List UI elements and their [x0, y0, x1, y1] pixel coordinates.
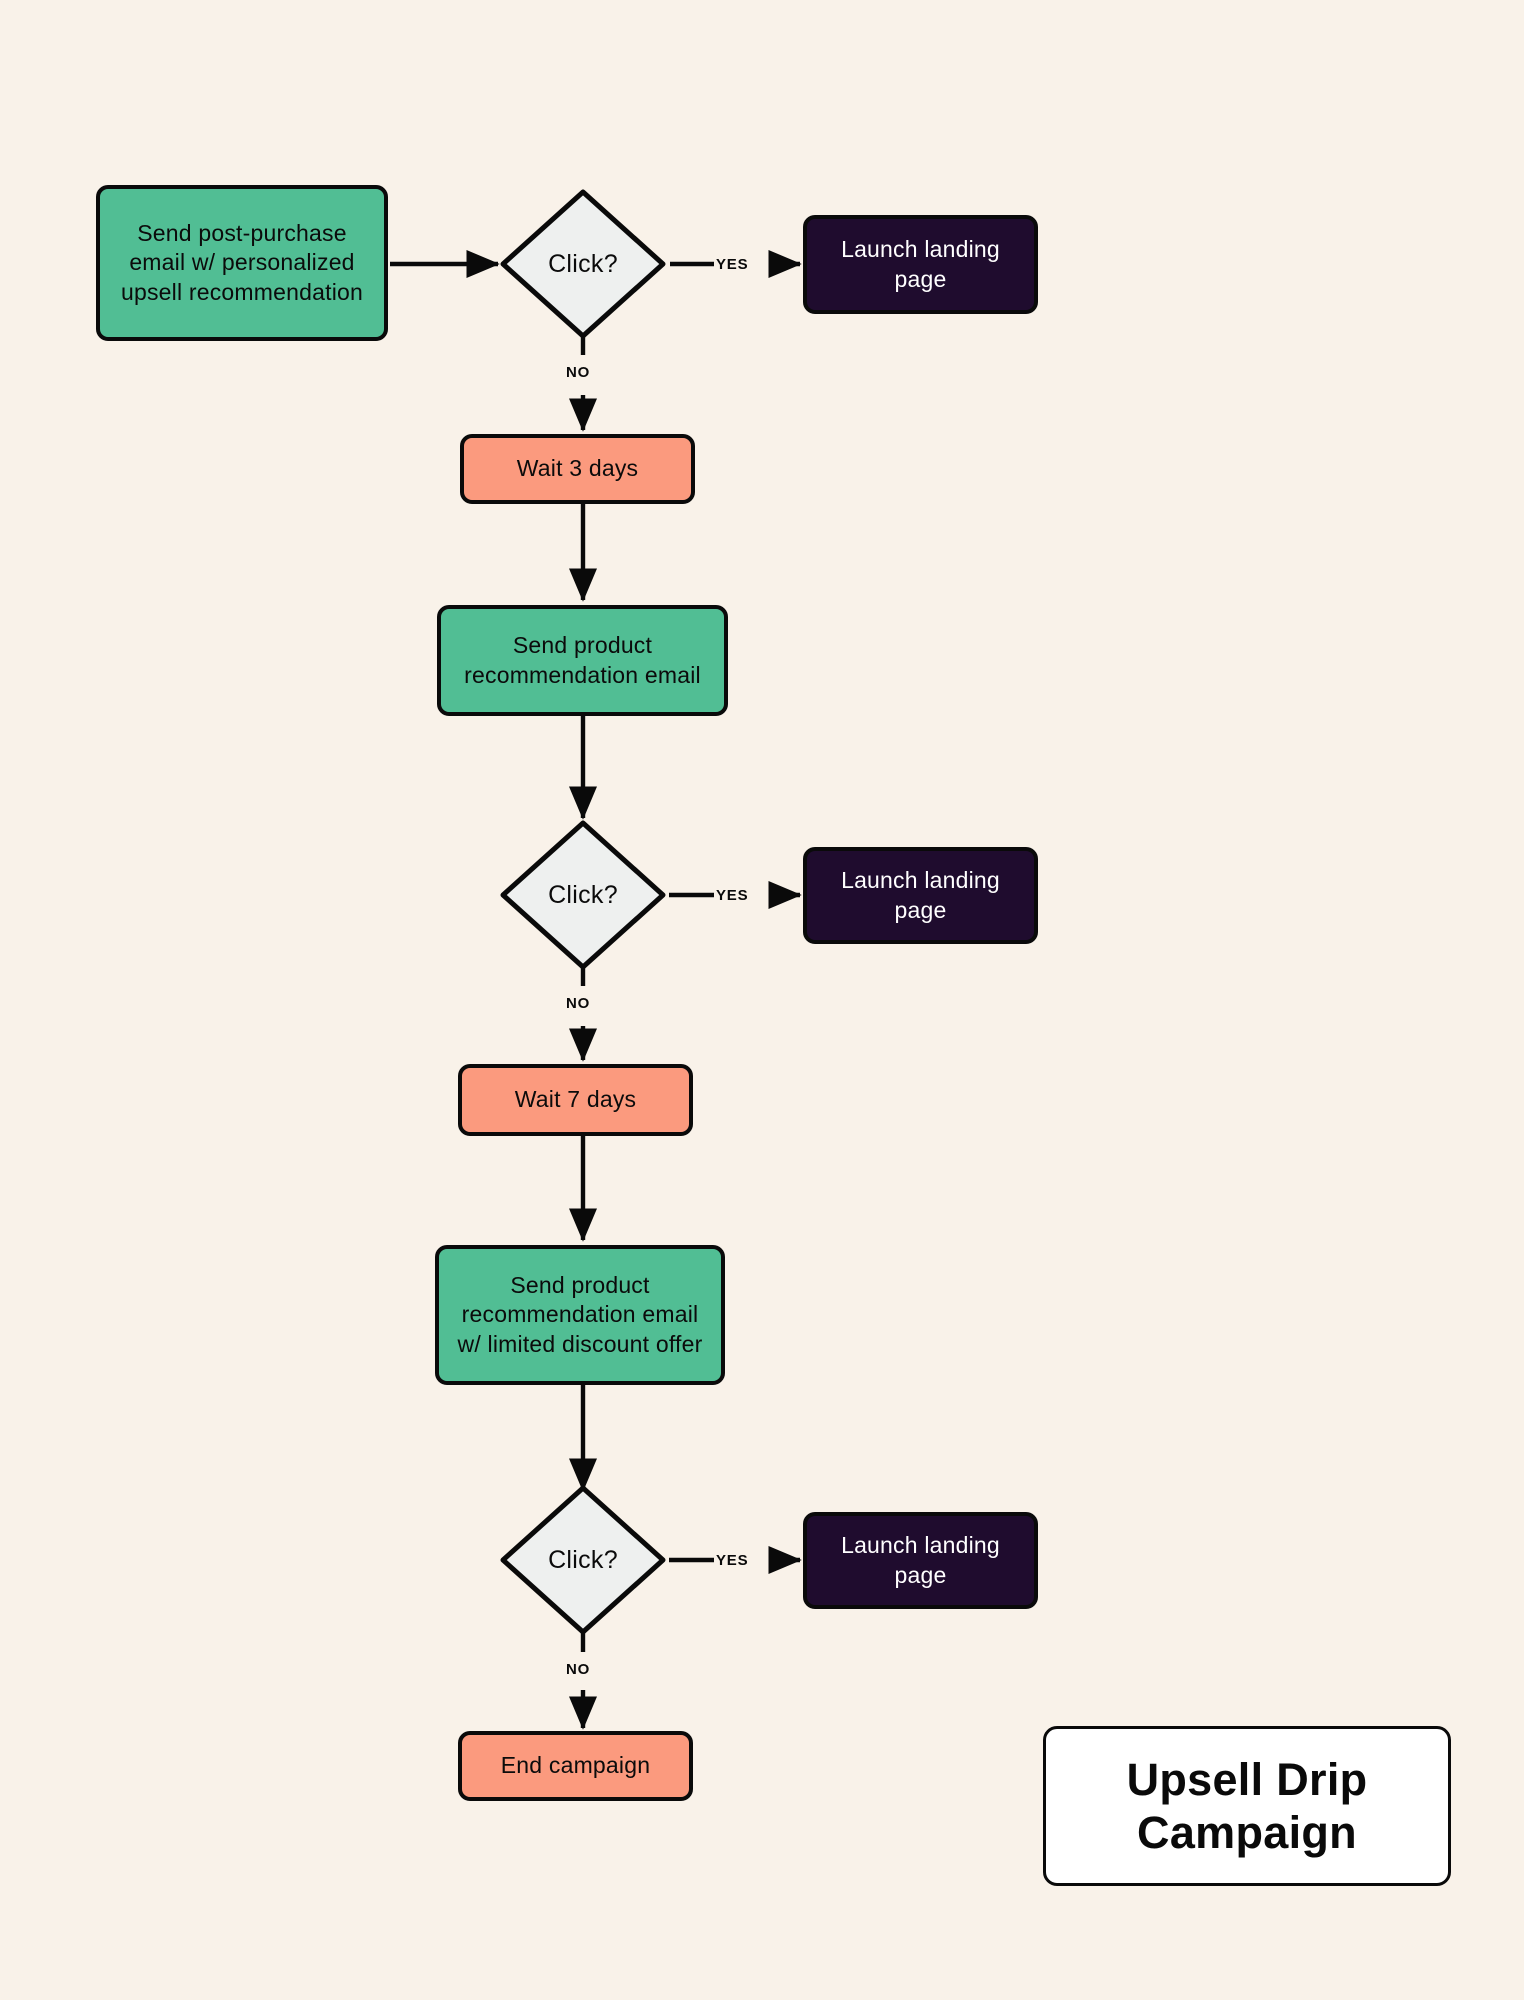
- diamond-shape: [500, 820, 666, 970]
- node-label: Send product recommendation email: [464, 632, 701, 688]
- node-label: Send post-purchase email w/ personalized…: [121, 219, 363, 305]
- node-launch-landing-page-1[interactable]: Launch landing page: [803, 215, 1038, 314]
- diamond-shape: [500, 1485, 666, 1635]
- edge-label-no-3: NO: [566, 1661, 591, 1678]
- diagram-title-card: Upsell Drip Campaign: [1043, 1726, 1451, 1886]
- diamond-shape: [500, 189, 666, 339]
- node-send-product-recommendation-discount[interactable]: Send product recommendation email w/ lim…: [435, 1245, 725, 1385]
- node-label: Send product recommendation email w/ lim…: [457, 1271, 703, 1357]
- edge-label-no-1: NO: [566, 364, 591, 381]
- node-decision-click-1[interactable]: Click?: [497, 186, 669, 342]
- node-label: Launch landing page: [841, 1532, 1000, 1588]
- node-label: Launch landing page: [841, 236, 1000, 292]
- node-label: Wait 3 days: [516, 455, 639, 482]
- node-label: Wait 7 days: [514, 1086, 637, 1113]
- node-label: End campaign: [500, 1752, 651, 1779]
- node-label: Click?: [548, 1545, 618, 1574]
- edge-label-yes-2: YES: [716, 887, 749, 904]
- edge-label-yes-1: YES: [716, 256, 749, 273]
- node-decision-click-2[interactable]: Click?: [497, 817, 669, 973]
- node-launch-landing-page-2[interactable]: Launch landing page: [803, 847, 1038, 944]
- node-label: Click?: [548, 880, 618, 909]
- node-label: Click?: [548, 249, 618, 278]
- diagram-title: Upsell Drip Campaign: [1126, 1753, 1368, 1858]
- node-wait-7-days[interactable]: Wait 7 days: [458, 1064, 693, 1136]
- node-decision-click-3[interactable]: Click?: [497, 1482, 669, 1638]
- node-send-post-purchase-email[interactable]: Send post-purchase email w/ personalized…: [96, 185, 388, 341]
- edge-label-no-2: NO: [566, 995, 591, 1012]
- edge-label-yes-3: YES: [716, 1552, 749, 1569]
- node-label: Launch landing page: [841, 867, 1000, 923]
- node-send-product-recommendation-email[interactable]: Send product recommendation email: [437, 605, 728, 716]
- node-launch-landing-page-3[interactable]: Launch landing page: [803, 1512, 1038, 1609]
- node-end-campaign[interactable]: End campaign: [458, 1731, 693, 1801]
- node-wait-3-days[interactable]: Wait 3 days: [460, 434, 695, 504]
